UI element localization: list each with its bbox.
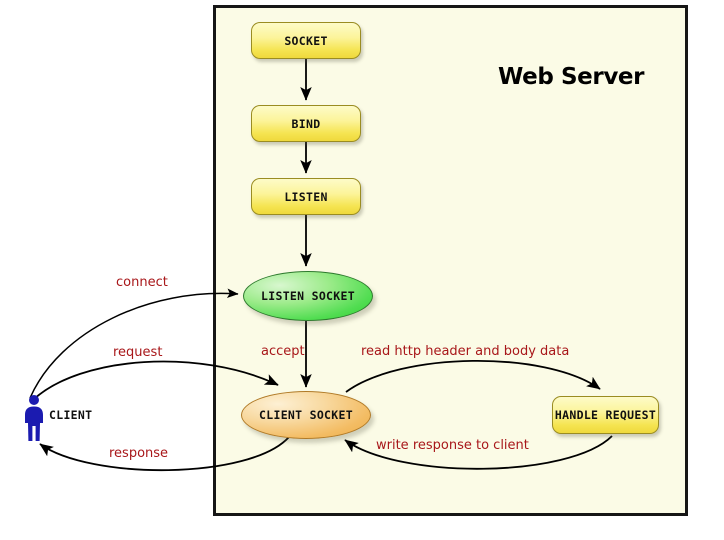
node-listen-socket-label: LISTEN SOCKET xyxy=(261,289,355,303)
edge-connect xyxy=(29,288,239,399)
node-client-socket[interactable]: CLIENT SOCKET xyxy=(241,391,371,439)
edge-request xyxy=(32,360,279,401)
edge-label-request: request xyxy=(113,345,163,360)
node-listen[interactable]: LISTEN xyxy=(251,178,361,215)
node-listen-label: LISTEN xyxy=(284,189,328,204)
edge-read-http xyxy=(345,359,601,393)
node-handle-request[interactable]: HANDLE REQUEST xyxy=(552,396,659,434)
edge-label-accept: accept xyxy=(261,344,305,359)
edge-label-connect: connect xyxy=(116,275,168,290)
edge-label-read-http: read http header and body data xyxy=(361,344,570,359)
node-socket-label: SOCKET xyxy=(284,33,328,48)
node-socket[interactable]: SOCKET xyxy=(251,22,361,59)
person-icon xyxy=(25,395,43,441)
web-server-title: Web Server xyxy=(498,64,645,90)
client-actor-label: CLIENT xyxy=(49,408,93,422)
node-handle-request-label: HANDLE REQUEST xyxy=(554,408,657,422)
edge-response xyxy=(39,436,290,472)
node-client-socket-label: CLIENT SOCKET xyxy=(259,408,353,422)
edge-write-response xyxy=(344,435,613,470)
node-bind-label: BIND xyxy=(291,116,321,131)
edge-label-write-response: write response to client xyxy=(376,438,529,453)
node-bind[interactable]: BIND xyxy=(251,105,361,142)
edge-label-response: response xyxy=(109,446,169,461)
node-listen-socket[interactable]: LISTEN SOCKET xyxy=(243,271,373,321)
